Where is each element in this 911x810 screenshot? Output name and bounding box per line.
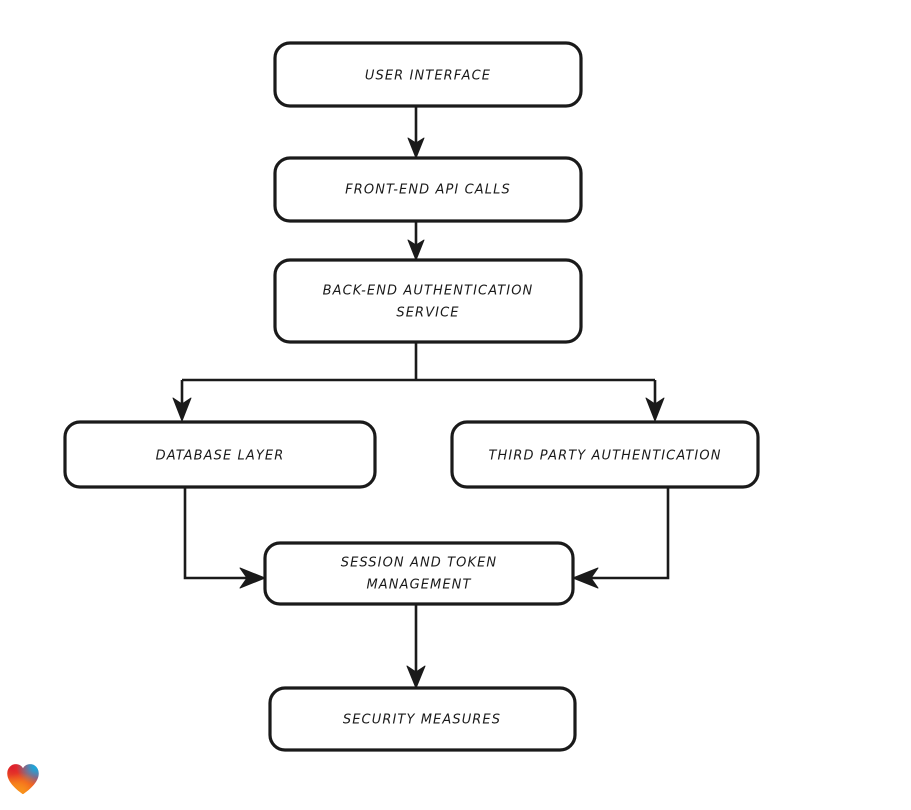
node-label-line2: SERVICE xyxy=(396,306,459,321)
node-security-measures[interactable]: SECURITY MEASURES xyxy=(268,686,577,752)
node-user-interface[interactable]: USER INTERFACE xyxy=(273,41,583,108)
edge-session-to-security xyxy=(406,604,426,689)
arrow-head-down-icon xyxy=(172,397,192,422)
node-session-token-mgmt[interactable]: SESSION AND TOKEN MANAGEMENT xyxy=(263,541,575,606)
node-box[interactable] xyxy=(63,420,377,489)
heart-icon xyxy=(7,764,39,795)
node-box[interactable] xyxy=(450,420,760,489)
node-box[interactable] xyxy=(263,541,575,606)
edge-thirdparty-to-session xyxy=(572,487,670,589)
edge-line xyxy=(590,487,670,580)
edge-backend-split xyxy=(182,342,655,382)
edges-layer xyxy=(172,106,670,689)
node-label: THIRD PARTY AUTHENTICATION xyxy=(488,449,721,464)
heart-badge xyxy=(6,763,40,795)
node-box[interactable] xyxy=(273,41,583,108)
arrow-head-down-icon xyxy=(407,239,425,261)
node-label: SECURITY MEASURES xyxy=(343,713,501,728)
node-label: USER INTERFACE xyxy=(365,69,491,84)
nodes-layer: USER INTERFACE FRONT-END API CALLS BACK-… xyxy=(63,41,760,752)
arrow-head-down-icon xyxy=(407,137,425,159)
node-label-line1: SESSION AND TOKEN xyxy=(341,556,498,571)
edge-ui-to-api xyxy=(407,106,425,159)
arrow-head-down-icon xyxy=(406,665,426,689)
edge-line xyxy=(183,487,248,580)
edge-db-to-session xyxy=(183,487,266,589)
node-box[interactable] xyxy=(273,258,583,344)
node-box[interactable] xyxy=(273,156,583,223)
node-third-party-auth[interactable]: THIRD PARTY AUTHENTICATION xyxy=(450,420,760,489)
node-label: DATABASE LAYER xyxy=(156,449,285,464)
node-label: FRONT-END API CALLS xyxy=(345,183,511,198)
node-label-line1: BACK-END AUTHENTICATION xyxy=(323,284,534,299)
edge-backend-to-thirdparty xyxy=(645,380,665,422)
arrow-head-right-icon xyxy=(239,567,266,589)
node-front-end-api-calls[interactable]: FRONT-END API CALLS xyxy=(273,156,583,223)
node-database-layer[interactable]: DATABASE LAYER xyxy=(63,420,377,489)
node-box[interactable] xyxy=(268,686,577,752)
node-back-end-auth-service[interactable]: BACK-END AUTHENTICATION SERVICE xyxy=(273,258,583,344)
edge-api-to-backend xyxy=(407,221,425,261)
edge-backend-to-db xyxy=(172,380,192,422)
arrow-head-down-icon xyxy=(645,397,665,422)
node-label-line2: MANAGEMENT xyxy=(366,578,471,593)
arrow-head-left-icon xyxy=(572,567,599,589)
